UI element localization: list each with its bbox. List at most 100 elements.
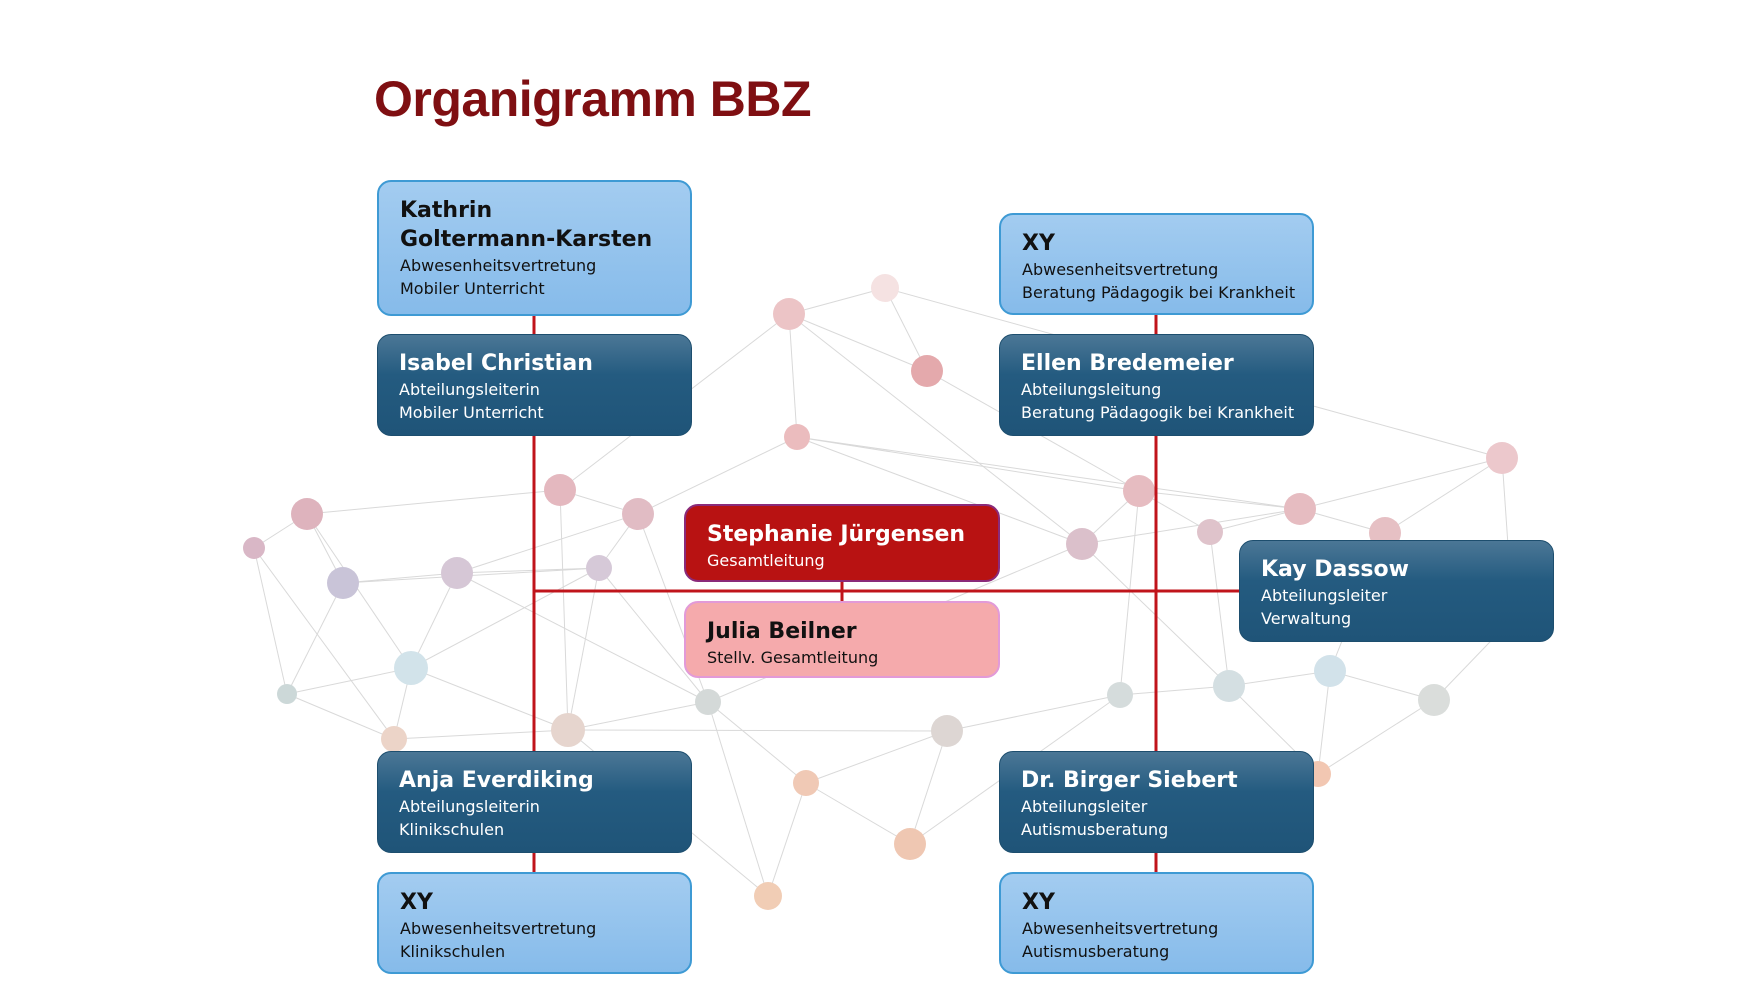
node-name: Kay Dassow [1261,557,1409,582]
node-role: Abteilungsleiterin [399,797,540,816]
node-name: Stephanie Jürgensen [707,522,966,547]
network-node-dot [784,424,810,450]
network-edge [306,513,412,669]
network-edge [796,436,1140,492]
node-mobile-deputy[interactable]: Kathrin Goltermann-Karsten Abwesenheitsv… [377,180,692,316]
network-edge [342,572,458,584]
node-department: Beratung Pädagogik bei Krankheit [1022,283,1296,302]
network-node-dot [1314,655,1346,687]
network-edge [1299,457,1503,510]
node-name: Anja Everdiking [399,768,594,793]
node-role: Abwesenheitsvertretung [400,256,597,275]
network-edge [1209,531,1230,687]
network-node-dot [277,684,297,704]
network-node-dot [695,689,721,715]
network-node-dot [754,882,782,910]
node-name: Kathrin [400,198,493,223]
network-edge [1317,670,1331,775]
network-edge [1317,699,1435,775]
network-edge [253,547,395,740]
node-clinic-lead[interactable]: Anja Everdiking Abteilungsleiterin Klini… [377,751,692,853]
network-edge [253,547,288,695]
network-edge [788,287,886,315]
network-edge [788,313,1083,545]
network-edge [456,513,639,574]
node-department: Klinikschulen [400,942,506,961]
node-department: Verwaltung [1261,609,1352,628]
network-edge [567,567,600,731]
node-autism-lead[interactable]: Dr. Birger Siebert Abteilungsleiter Auti… [999,751,1314,853]
network-node-dot [773,298,805,330]
network-edge [1329,670,1435,701]
page-title: Organigramm BBZ [374,71,812,127]
network-edge [410,667,569,731]
node-name: Isabel Christian [399,351,593,376]
node-mobile-lead[interactable]: Isabel Christian Abteilungsleiterin Mobi… [377,334,692,436]
network-edge [567,701,709,731]
network-edge [456,567,600,574]
network-edge [1119,685,1230,696]
network-edge [1228,670,1331,687]
node-department: Klinikschulen [399,820,505,839]
node-department: Mobiler Unterricht [400,279,545,298]
node-role: Abteilungsleiter [1261,586,1388,605]
network-edge [637,436,798,515]
network-edge [796,436,1301,510]
node-name: Goltermann-Karsten [400,227,653,252]
network-node-dot [1123,475,1155,507]
network-edge [796,436,1083,545]
network-node-dot [1107,682,1133,708]
network-edge [393,729,569,740]
node-department: Autismusberatung [1021,820,1169,839]
network-node-dot [1197,519,1223,545]
network-edge [1384,457,1503,534]
node-name: Ellen Bredemeier [1021,351,1234,376]
network-node-dot [1418,684,1450,716]
network-edge [805,782,911,845]
network-node-dot [1066,528,1098,560]
node-name: Dr. Birger Siebert [1021,768,1238,793]
node-admin-lead[interactable]: Kay Dassow Abteilungsleiter Verwaltung [1239,540,1554,642]
node-role: Abwesenheitsvertretung [400,919,597,938]
node-role: Stellv. Gesamtleitung [707,648,879,667]
network-edge [788,313,798,438]
network-edge [286,582,344,695]
node-clinic-deputy[interactable]: XY Abwesenheitsvertretung Klinikschulen [377,872,692,974]
node-counsel-deputy[interactable]: XY Abwesenheitsvertretung Beratung Pädag… [999,213,1314,315]
network-node-dot [544,474,576,506]
node-name: XY [400,890,433,915]
network-edge [707,701,807,784]
node-name: XY [1022,890,1055,915]
network-edge [788,313,928,372]
node-role: Abwesenheitsvertretung [1022,919,1219,938]
network-node-dot [551,713,585,747]
node-autism-deputy[interactable]: XY Abwesenheitsvertretung Autismusberatu… [999,872,1314,974]
network-node-dot [793,770,819,796]
network-node-dot [586,555,612,581]
network-edge [410,572,458,669]
node-name: Julia Beilner [707,619,857,644]
network-node-dot [1486,442,1518,474]
node-role: Abteilungsleitung [1021,380,1162,399]
node-role: Abteilungsleiter [1021,797,1148,816]
node-department: Autismusberatung [1022,942,1170,961]
network-edge [306,489,561,515]
network-node-dot [894,828,926,860]
network-edge [559,489,569,731]
network-edge [946,694,1121,732]
network-node-dot [622,498,654,530]
network-edge [707,701,769,897]
network-edge [286,667,412,695]
network-edge [1138,490,1301,510]
network-edge [567,729,948,732]
network-edge [1119,490,1140,696]
node-name: XY [1022,231,1055,256]
node-head[interactable]: Stephanie Jürgensen Gesamtleitung [684,504,1000,582]
node-counsel-lead[interactable]: Ellen Bredemeier Abteilungsleitung Berat… [999,334,1314,436]
node-deputy[interactable]: Julia Beilner Stellv. Gesamtleitung [684,601,1000,678]
network-node-dot [441,557,473,589]
network-node-dot [1213,670,1245,702]
network-edge [410,567,600,669]
node-role: Gesamtleitung [707,551,825,570]
network-edge [767,782,807,897]
